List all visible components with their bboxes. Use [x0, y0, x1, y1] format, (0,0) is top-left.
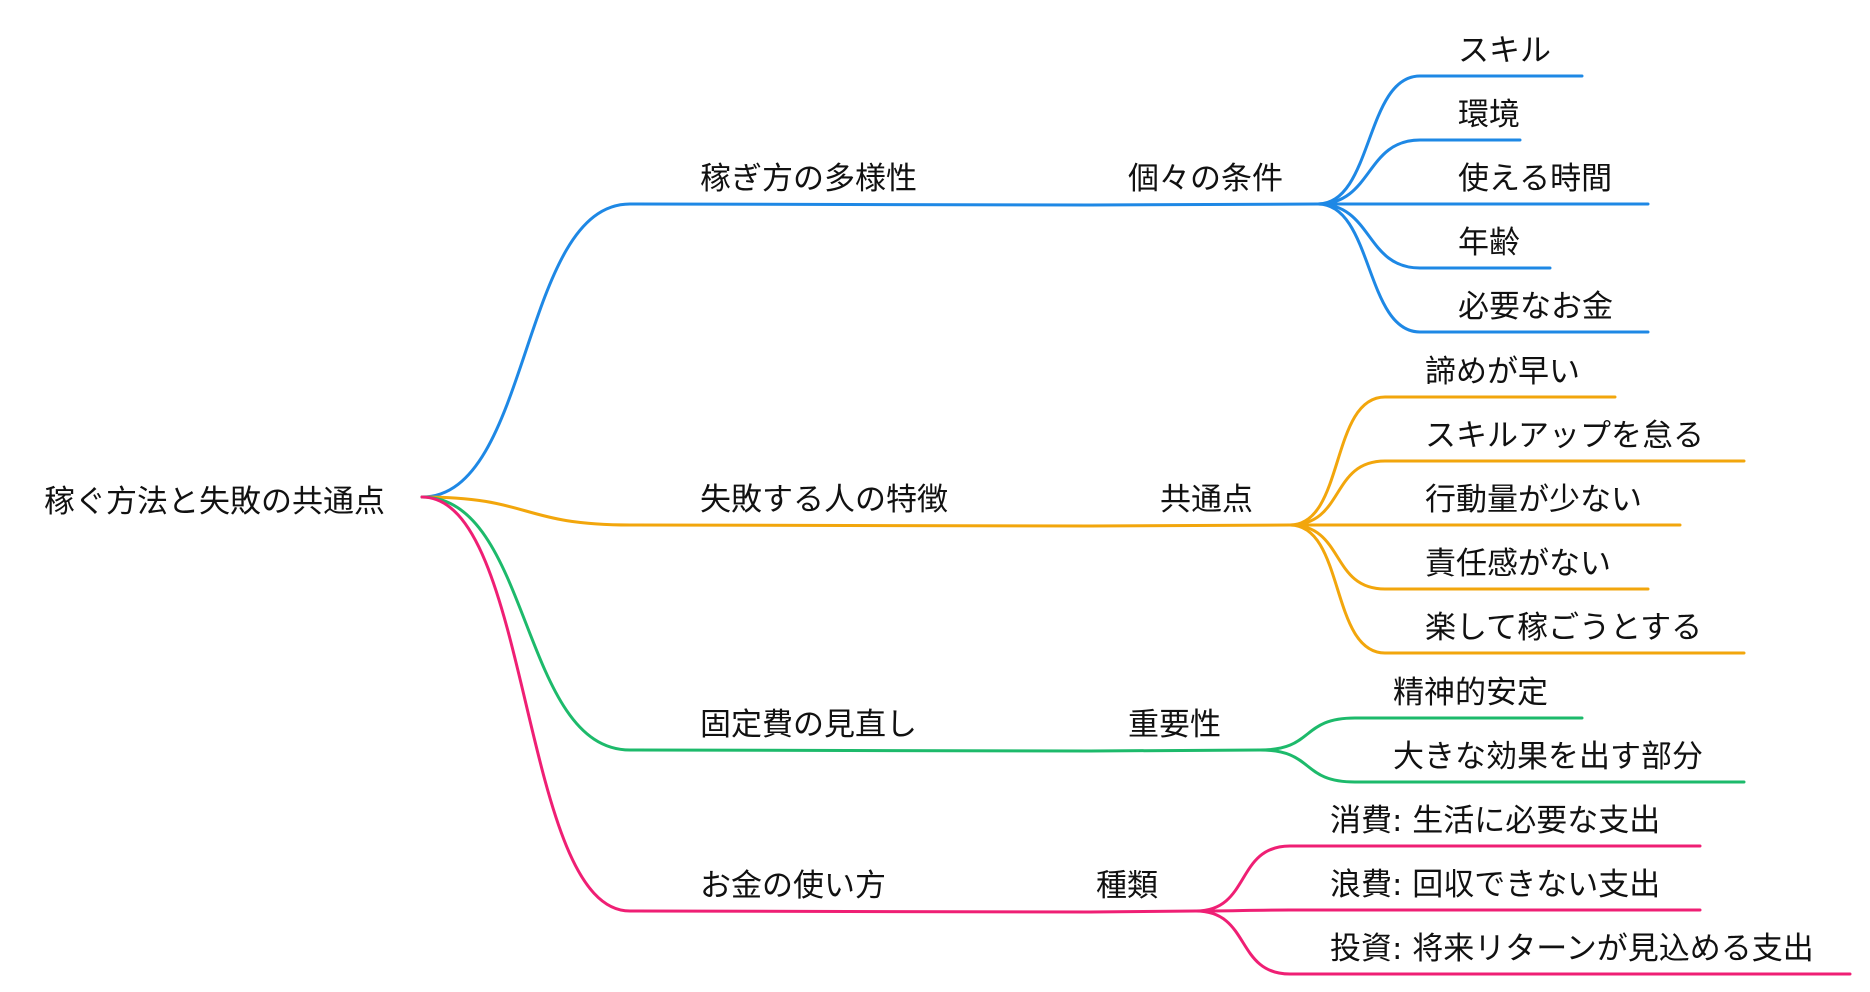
leaf-edge-1-4 [1288, 523, 1746, 655]
leaf-node-3-2: 投資: 将来リターンが見込める支出 [1330, 931, 1814, 967]
leaf-node-1-4: 楽して稼ごうとする [1425, 610, 1702, 646]
leaf-node-2-1: 大きな効果を出す部分 [1393, 739, 1703, 775]
leaf-node-3-1: 浪費: 回収できない支出 [1330, 867, 1660, 903]
branch-edge-0 [420, 202, 1320, 499]
leaf-edge-0-4 [1316, 202, 1650, 334]
leaf-node-1-2: 行動量が少ない [1425, 482, 1642, 518]
sub-node-2: 重要性 [1128, 707, 1221, 743]
branch-node-1: 失敗する人の特徴 [700, 482, 948, 518]
sub-node-3: 種類 [1096, 868, 1158, 904]
leaf-node-2-0: 精神的安定 [1393, 675, 1548, 711]
leaf-node-0-2: 使える時間 [1458, 161, 1612, 197]
branch-edge-2 [420, 495, 1262, 753]
leaf-node-0-1: 環境 [1458, 97, 1520, 133]
mindmap-labels: 稼ぐ方法と失敗の共通点 稼ぎ方の多様性 個々の条件 スキル 環境 使える時間 年… [44, 33, 1814, 967]
leaf-edge-3-0 [1194, 844, 1702, 913]
leaf-node-0-3: 年齢 [1458, 225, 1520, 261]
branch-edge-1 [420, 495, 1292, 528]
leaf-node-1-1: スキルアップを怠る [1425, 418, 1704, 454]
branch-node-2: 固定費の見直し [700, 707, 917, 743]
leaf-edge-0-1 [1316, 138, 1522, 206]
branch-node-3: お金の使い方 [700, 868, 886, 904]
leaf-edge-3-1 [1194, 908, 1702, 913]
leaf-edge-1-0 [1288, 395, 1617, 527]
leaf-edge-0-0 [1316, 74, 1584, 206]
sub-node-1: 共通点 [1160, 482, 1253, 518]
sub-node-0: 個々の条件 [1128, 161, 1283, 197]
leaf-node-1-0: 諦めが早い [1425, 354, 1580, 390]
leaf-edge-1-3 [1288, 523, 1650, 591]
leaf-node-3-0: 消費: 生活に必要な支出 [1330, 803, 1660, 839]
leaf-edge-3-2 [1194, 909, 1852, 976]
leaf-node-1-3: 責任感がない [1425, 546, 1611, 582]
leaf-node-0-0: スキル [1458, 33, 1551, 69]
leaf-node-0-4: 必要なお金 [1458, 289, 1613, 325]
leaf-edge-2-1 [1258, 748, 1746, 784]
leaf-edge-0-3 [1316, 202, 1552, 270]
leaf-edge-1-1 [1288, 459, 1746, 527]
root-node: 稼ぐ方法と失敗の共通点 [44, 484, 385, 520]
branch-edge-3 [420, 495, 1198, 914]
leaf-edge-2-0 [1258, 716, 1584, 752]
mindmap-edges [420, 74, 1852, 976]
branch-node-0: 稼ぎ方の多様性 [700, 161, 917, 197]
